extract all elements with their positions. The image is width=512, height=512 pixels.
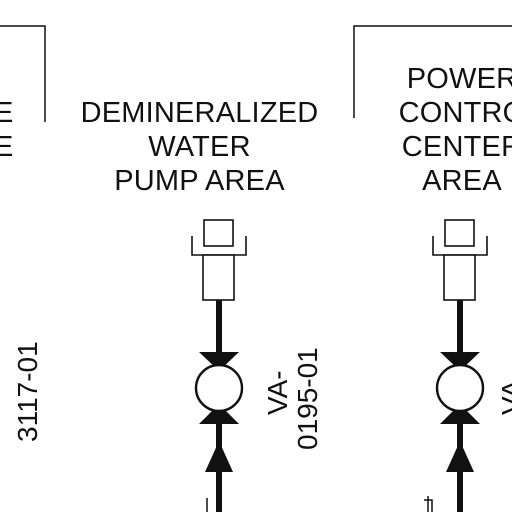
small-tick-mark: [424, 496, 433, 512]
power-area-line: AREA: [422, 165, 502, 197]
demin-area-line: DEMINERALIZED: [80, 97, 319, 129]
left-area-line: E: [0, 97, 14, 129]
power-area-line: POWER: [406, 63, 512, 95]
demin-water-pump-area-label: DEMINERALIZED WATER PUMP AREA: [58, 96, 341, 198]
flow-arrow-up-icon: [446, 441, 474, 472]
pressure-instrument-icon: [191, 219, 247, 301]
left-area-boundary: [0, 25, 46, 122]
demin-valve-tag-line1: VA-: [262, 370, 293, 415]
pressure-instrument-icon: [432, 219, 488, 301]
demin-valve-tag-line2: 0195-01: [292, 347, 323, 450]
power-valve-tag: VA: [496, 379, 512, 415]
power-area-line: CENTER: [401, 131, 512, 163]
left-area-line: E: [0, 131, 14, 163]
power-area-boundary: [353, 25, 512, 118]
power-area-line: CONTRO: [398, 97, 512, 129]
demin-area-line: PUMP AREA: [114, 165, 285, 197]
gate-valve-icon: [435, 352, 485, 424]
demin-instrument-branch: [191, 219, 247, 512]
flow-arrow-up-icon: [205, 441, 233, 472]
power-control-center-area-label: POWER CONTRO CENTER AREA: [378, 62, 512, 198]
left-equipment-tag: 3117-01: [12, 341, 43, 442]
demin-area-line: WATER: [148, 131, 251, 163]
gate-valve-icon: [194, 352, 244, 424]
power-instrument-branch: [432, 219, 488, 512]
left-area-label: E E: [0, 96, 14, 164]
